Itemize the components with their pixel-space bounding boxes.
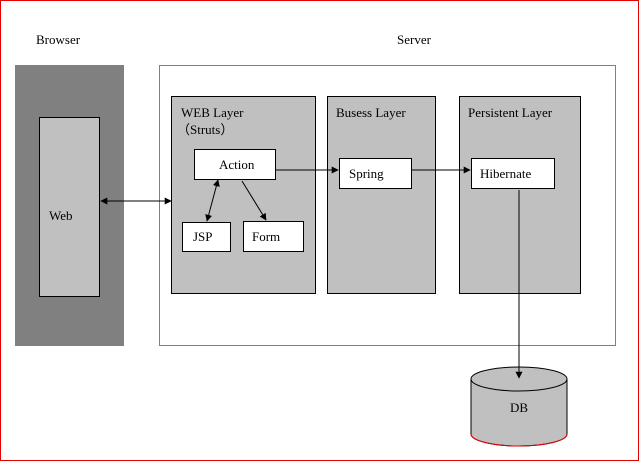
action-label: Action bbox=[219, 157, 255, 172]
business-layer-title: Busess Layer bbox=[336, 105, 406, 120]
hibernate-label: Hibernate bbox=[480, 166, 532, 181]
web-client-label: Web bbox=[49, 208, 73, 223]
jsp-box bbox=[182, 222, 231, 252]
spring-box bbox=[339, 158, 412, 189]
action-box bbox=[194, 149, 276, 180]
server-label: Server bbox=[397, 32, 431, 47]
persistent-layer-title: Persistent Layer bbox=[468, 105, 553, 120]
form-box bbox=[243, 221, 304, 252]
web-layer-subtitle: （Struts） bbox=[177, 122, 234, 137]
business-layer-panel bbox=[327, 96, 436, 294]
jsp-label: JSP bbox=[193, 229, 213, 244]
spring-label: Spring bbox=[349, 166, 384, 181]
web-client-box bbox=[39, 117, 100, 297]
form-label: Form bbox=[252, 229, 281, 244]
db-label: DB bbox=[510, 400, 529, 415]
persistent-layer-panel bbox=[459, 96, 581, 294]
hibernate-box bbox=[471, 158, 555, 189]
web-layer-title: WEB Layer bbox=[181, 105, 244, 120]
browser-label: Browser bbox=[36, 32, 81, 47]
